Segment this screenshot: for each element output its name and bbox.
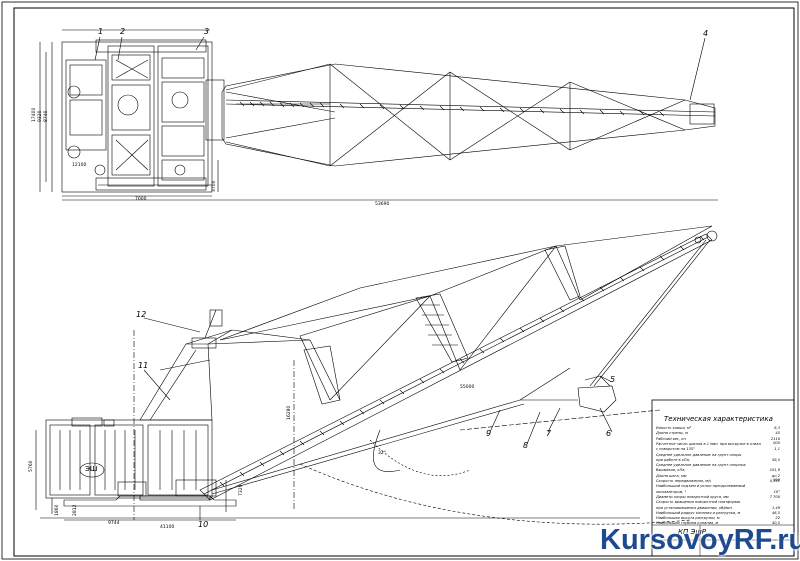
plan-view bbox=[39, 29, 718, 201]
callout-5: 5 bbox=[610, 375, 616, 384]
tech-table-title: Техническая характеристика bbox=[664, 415, 773, 423]
plan-base-frame bbox=[61, 41, 213, 193]
watermark-logo: KursovoyRF.ru bbox=[600, 524, 800, 556]
tech-row-value: 101,8 bbox=[769, 468, 780, 473]
dim-boom-length: 55000 bbox=[460, 385, 475, 390]
dim-height-left: 5760 bbox=[29, 460, 34, 472]
tech-row-label: с поворотом на 135° bbox=[656, 447, 695, 452]
tech-table-row: Наибольшая высота разгрузки, м 22 bbox=[656, 515, 780, 522]
side-view bbox=[35, 225, 718, 525]
tech-row-label: Наибольший подъем и уклон преодолеваемый bbox=[656, 484, 746, 489]
tech-table-row: Наибольшая глубина копания, м 40,5 bbox=[656, 520, 780, 527]
tech-characteristics-table: Техническая характеристика Емкость ковша… bbox=[656, 415, 780, 525]
callout-9: 9 bbox=[486, 429, 492, 438]
side-boom bbox=[199, 233, 713, 501]
side-a-frame bbox=[139, 343, 213, 421]
tech-table-row: Наибольший радиус копания и разгрузки, м… bbox=[656, 510, 780, 517]
callout-6: 6 bbox=[606, 429, 612, 438]
tech-table-row: Расчетное число циклов в 1 мин. при выгр… bbox=[656, 441, 780, 448]
callout-7: 7 bbox=[546, 429, 552, 438]
tech-table-row: Наибольший подъем и уклон преодолеваемый bbox=[656, 483, 780, 490]
dim-right-small: 3700 bbox=[212, 180, 217, 192]
tech-row-label: Среднее удельное давление на грунт опоры bbox=[656, 452, 742, 457]
tech-row-value: 40,5 bbox=[771, 521, 780, 526]
dim-small-1: 1860 bbox=[55, 504, 60, 516]
tech-row-label: Емкость ковша, м³ bbox=[656, 426, 692, 430]
tech-row-label: Длина шага, мм bbox=[656, 473, 687, 478]
callout-1: 1 bbox=[98, 27, 104, 36]
tech-table-row: Скорость передвижения, м/ч 0,151 bbox=[656, 478, 780, 485]
tech-table-row: Скорость вращения поворотной платформы bbox=[656, 499, 780, 506]
tech-row-value: 10° bbox=[773, 489, 780, 494]
tech-table-row: Длина стрелы, м 45 bbox=[656, 430, 780, 437]
tech-row-value: 2118 000 bbox=[770, 436, 780, 445]
tech-row-label: Наибольший радиус копания и разгрузки, м bbox=[656, 510, 741, 515]
callout-10: 10 bbox=[198, 520, 209, 529]
tech-row-value: 1,1 bbox=[774, 447, 780, 452]
dim-small-2: 2812 bbox=[73, 504, 78, 516]
tech-table-row: Емкость ковша, м³ 6,3 bbox=[656, 425, 780, 432]
tech-row-label: при работе в кПа, bbox=[656, 457, 690, 462]
callout-2: 2 bbox=[120, 27, 126, 36]
tech-row-value: 45 bbox=[775, 431, 780, 436]
tech-table-row: с поворотом на 135° 1,1 bbox=[656, 446, 780, 453]
tech-row-label: Скорость передвижения, м/ч bbox=[656, 479, 712, 483]
tech-row-label: Длина стрелы, м bbox=[656, 431, 688, 436]
dim-base-length: 7000 bbox=[135, 197, 147, 202]
tech-row-value: 58,5 bbox=[771, 457, 780, 462]
dim-base-1: 9744 bbox=[108, 521, 120, 526]
side-base-tub bbox=[63, 495, 237, 507]
tech-table-row: Среднее удельное давление на грунт опоры bbox=[656, 452, 780, 459]
sheet-frame bbox=[13, 7, 795, 557]
plan-boom-outline bbox=[221, 63, 716, 167]
callout-11: 11 bbox=[138, 361, 149, 370]
dim-left-outer: 17400 bbox=[32, 107, 37, 122]
tech-row-label: Диаметр опоры поворотной круга, мм bbox=[656, 494, 729, 499]
tech-row-label: Расчетное число циклов в 1 мин. при выгр… bbox=[656, 441, 761, 446]
tech-row-label: экскаватором, ° bbox=[656, 489, 687, 494]
tech-row-value: 7 700 bbox=[769, 494, 780, 499]
callout-4: 4 bbox=[703, 29, 709, 38]
tech-table-row: при установившемся движении, об/мин 1,49 bbox=[656, 505, 780, 512]
tech-table-row: Рабочий вес, кн 2118 000 bbox=[656, 436, 780, 445]
tech-table-row: Длина шага, мм до 2 000 bbox=[656, 473, 780, 482]
tech-table-row: при работе в кПа, 58,5 bbox=[656, 457, 780, 464]
cab-badge: ЭШ bbox=[85, 465, 98, 473]
tech-row-label: при установившемся движении, об/мин bbox=[656, 505, 732, 510]
callout-12: 12 bbox=[136, 310, 147, 319]
callout-3: 3 bbox=[204, 27, 210, 36]
dim-height-mast: 16280 bbox=[287, 405, 292, 420]
dim-height-cab: 7320 bbox=[239, 484, 244, 496]
tech-row-value: 1,49 bbox=[771, 505, 780, 510]
tech-row-value: 22 bbox=[775, 516, 780, 521]
tech-table-row: экскаватором, ° 10° bbox=[656, 489, 780, 496]
dim-base-2: 41100 bbox=[160, 525, 175, 530]
tech-table-grid bbox=[651, 399, 795, 557]
cab-badge-ellipse bbox=[79, 462, 105, 478]
tech-table-row: Среднее удельное давление на грунт опорн… bbox=[656, 462, 780, 469]
tech-row-label: Наибольшая высота разгрузки, м bbox=[656, 516, 720, 521]
tech-row-label: башмаков, кПа, bbox=[656, 468, 686, 473]
tech-table-row: Диаметр опоры поворотной круга, мм 7 700 bbox=[656, 494, 780, 501]
title-block-code: КП ЭшР... bbox=[678, 528, 713, 536]
side-bucket bbox=[577, 385, 617, 413]
dim-base-width: 12100 bbox=[72, 163, 87, 168]
tech-row-value: 6,3 bbox=[774, 426, 780, 430]
tech-row-label: Скорость вращения поворотной платформы bbox=[656, 500, 741, 505]
tech-row-value: 0,151 bbox=[769, 479, 780, 483]
dim-left-mid: 9320 bbox=[38, 110, 43, 122]
tech-row-value: 46,5 bbox=[771, 510, 780, 515]
tech-row-label: Рабочий вес, кн bbox=[656, 436, 686, 441]
callout-8: 8 bbox=[523, 441, 529, 450]
tech-row-label: Среднее удельное давление на грунт опорн… bbox=[656, 463, 746, 468]
tech-row-value: до 2 000 bbox=[771, 473, 780, 482]
tech-table-row: башмаков, кПа, 101,8 bbox=[656, 467, 780, 474]
dim-total-length: 53690 bbox=[375, 202, 390, 207]
dim-left-inner: 8740 bbox=[44, 110, 49, 122]
dim-angle: 32° bbox=[378, 451, 386, 456]
side-machinery-house bbox=[45, 419, 213, 499]
tech-row-label: Наибольшая глубина копания, м bbox=[656, 521, 719, 526]
